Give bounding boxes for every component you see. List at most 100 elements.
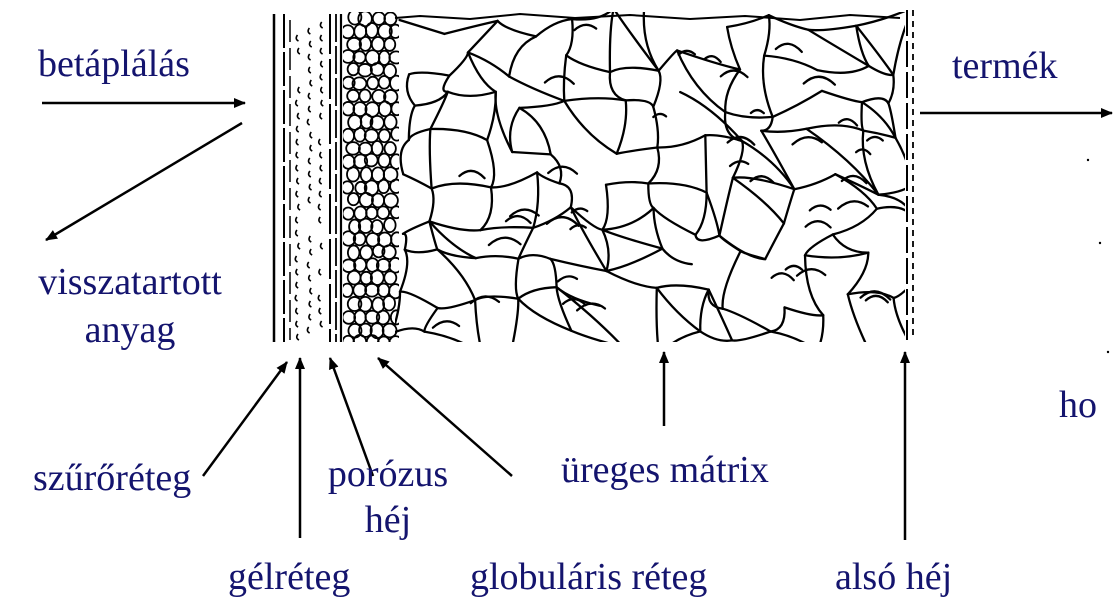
matrix-channel	[707, 193, 720, 236]
matrix-channel	[654, 208, 696, 235]
gel-mark	[308, 93, 310, 99]
matrix-channel	[623, 347, 659, 355]
globular-cell	[360, 193, 373, 207]
gel-mark	[296, 126, 298, 132]
matrix-channel	[536, 19, 572, 36]
porous-shell-label-line-2: héj	[318, 500, 458, 540]
gel-mark	[310, 288, 312, 294]
gel-mark	[310, 145, 312, 151]
globular-cell	[391, 232, 403, 246]
gel-mark	[308, 106, 310, 112]
matrix-channel	[696, 235, 720, 241]
porous-shell-label-line-1: porózus	[318, 454, 458, 494]
globular-cell	[347, 167, 359, 181]
globular-cell	[348, 193, 359, 205]
globular-cell	[367, 77, 378, 90]
matrix-channel	[677, 50, 740, 69]
gel-mark	[308, 197, 310, 203]
gel-mark	[320, 35, 322, 41]
gel-mark	[296, 282, 298, 288]
matrix-channel	[547, 217, 579, 226]
matrix-channel	[400, 292, 438, 308]
matrix-channel	[489, 238, 521, 245]
cut-off-label: ho	[1059, 385, 1097, 425]
feed-label: betáplálás	[38, 44, 190, 84]
matrix-channel	[574, 25, 596, 30]
matrix-channel	[723, 251, 741, 309]
matrix-channel	[429, 189, 433, 222]
edge-specks	[1087, 159, 1109, 353]
matrix-channel	[653, 71, 660, 107]
gel-mark	[296, 152, 298, 158]
gel-mark	[296, 139, 298, 145]
matrix-channel	[405, 249, 438, 252]
gel-mark	[320, 243, 322, 249]
retained-label-line-1: visszatartott	[5, 262, 255, 302]
matrix-channel	[519, 108, 550, 154]
gel-mark	[307, 262, 309, 268]
matrix-channel	[403, 221, 429, 233]
globular-cell	[366, 23, 378, 38]
matrix-channel	[610, 72, 626, 100]
matrix-channel	[512, 152, 551, 154]
matrix-channel	[481, 227, 534, 230]
globular-cell	[379, 76, 390, 89]
gel-mark	[320, 152, 322, 158]
matrix-channel	[741, 251, 766, 259]
gel-mark	[309, 67, 311, 73]
filter-layer-label: szűrőréteg	[33, 458, 191, 498]
matrix-channel	[866, 296, 888, 302]
matrix-channel	[409, 73, 449, 76]
gel-mark	[308, 54, 310, 60]
globular-cell	[341, 25, 354, 38]
matrix-channel	[807, 125, 864, 130]
matrix-channel	[424, 332, 482, 357]
gel-mark	[309, 41, 311, 47]
matrix-channel	[656, 288, 659, 355]
matrix-top-edge	[395, 14, 900, 20]
matrix-channel	[805, 255, 823, 315]
gel-mark	[307, 119, 309, 125]
matrix-channel	[765, 223, 784, 259]
filter-layer-arrow	[203, 362, 287, 476]
matrix-channel	[403, 234, 406, 250]
matrix-channel	[662, 249, 691, 265]
gel-mark	[296, 191, 298, 197]
matrix-channel	[614, 9, 659, 71]
gel-mark	[296, 308, 298, 314]
globular-cell	[348, 271, 361, 285]
matrix-channel	[723, 309, 771, 332]
matrix-channel	[727, 27, 740, 70]
globular-cell	[391, 127, 402, 140]
matrix-channel	[764, 56, 817, 71]
matrix-channel	[483, 343, 513, 357]
matrix-channel	[833, 209, 877, 235]
gel-mark	[309, 301, 311, 307]
matrix-channel	[771, 307, 785, 331]
matrix-channel	[475, 300, 483, 356]
gel-mark	[320, 165, 322, 171]
gel-mark	[296, 230, 298, 236]
bottom-shell-label: alsó héj	[835, 557, 952, 597]
gel-mark	[296, 269, 298, 275]
globular-cell	[390, 76, 402, 91]
matrix-channel	[409, 129, 431, 140]
globular-cell	[383, 324, 397, 338]
matrix-channel	[822, 91, 862, 102]
globular-cell	[348, 63, 359, 75]
matrix-channel	[653, 114, 666, 117]
gel-mark	[298, 48, 300, 54]
gel-mark	[318, 295, 320, 301]
matrix-channel	[659, 331, 700, 355]
matrix-channel	[888, 75, 893, 103]
matrix-channel	[403, 174, 431, 188]
gel-mark	[310, 132, 312, 138]
gel-layer-texture	[295, 22, 323, 340]
matrix-channel	[833, 235, 869, 253]
gel-mark	[307, 327, 309, 333]
matrix-channel	[430, 129, 432, 189]
matrix-channel	[761, 117, 772, 131]
matrix-channel	[558, 276, 577, 281]
gel-mark	[297, 113, 299, 119]
matrix-channel	[430, 129, 487, 140]
